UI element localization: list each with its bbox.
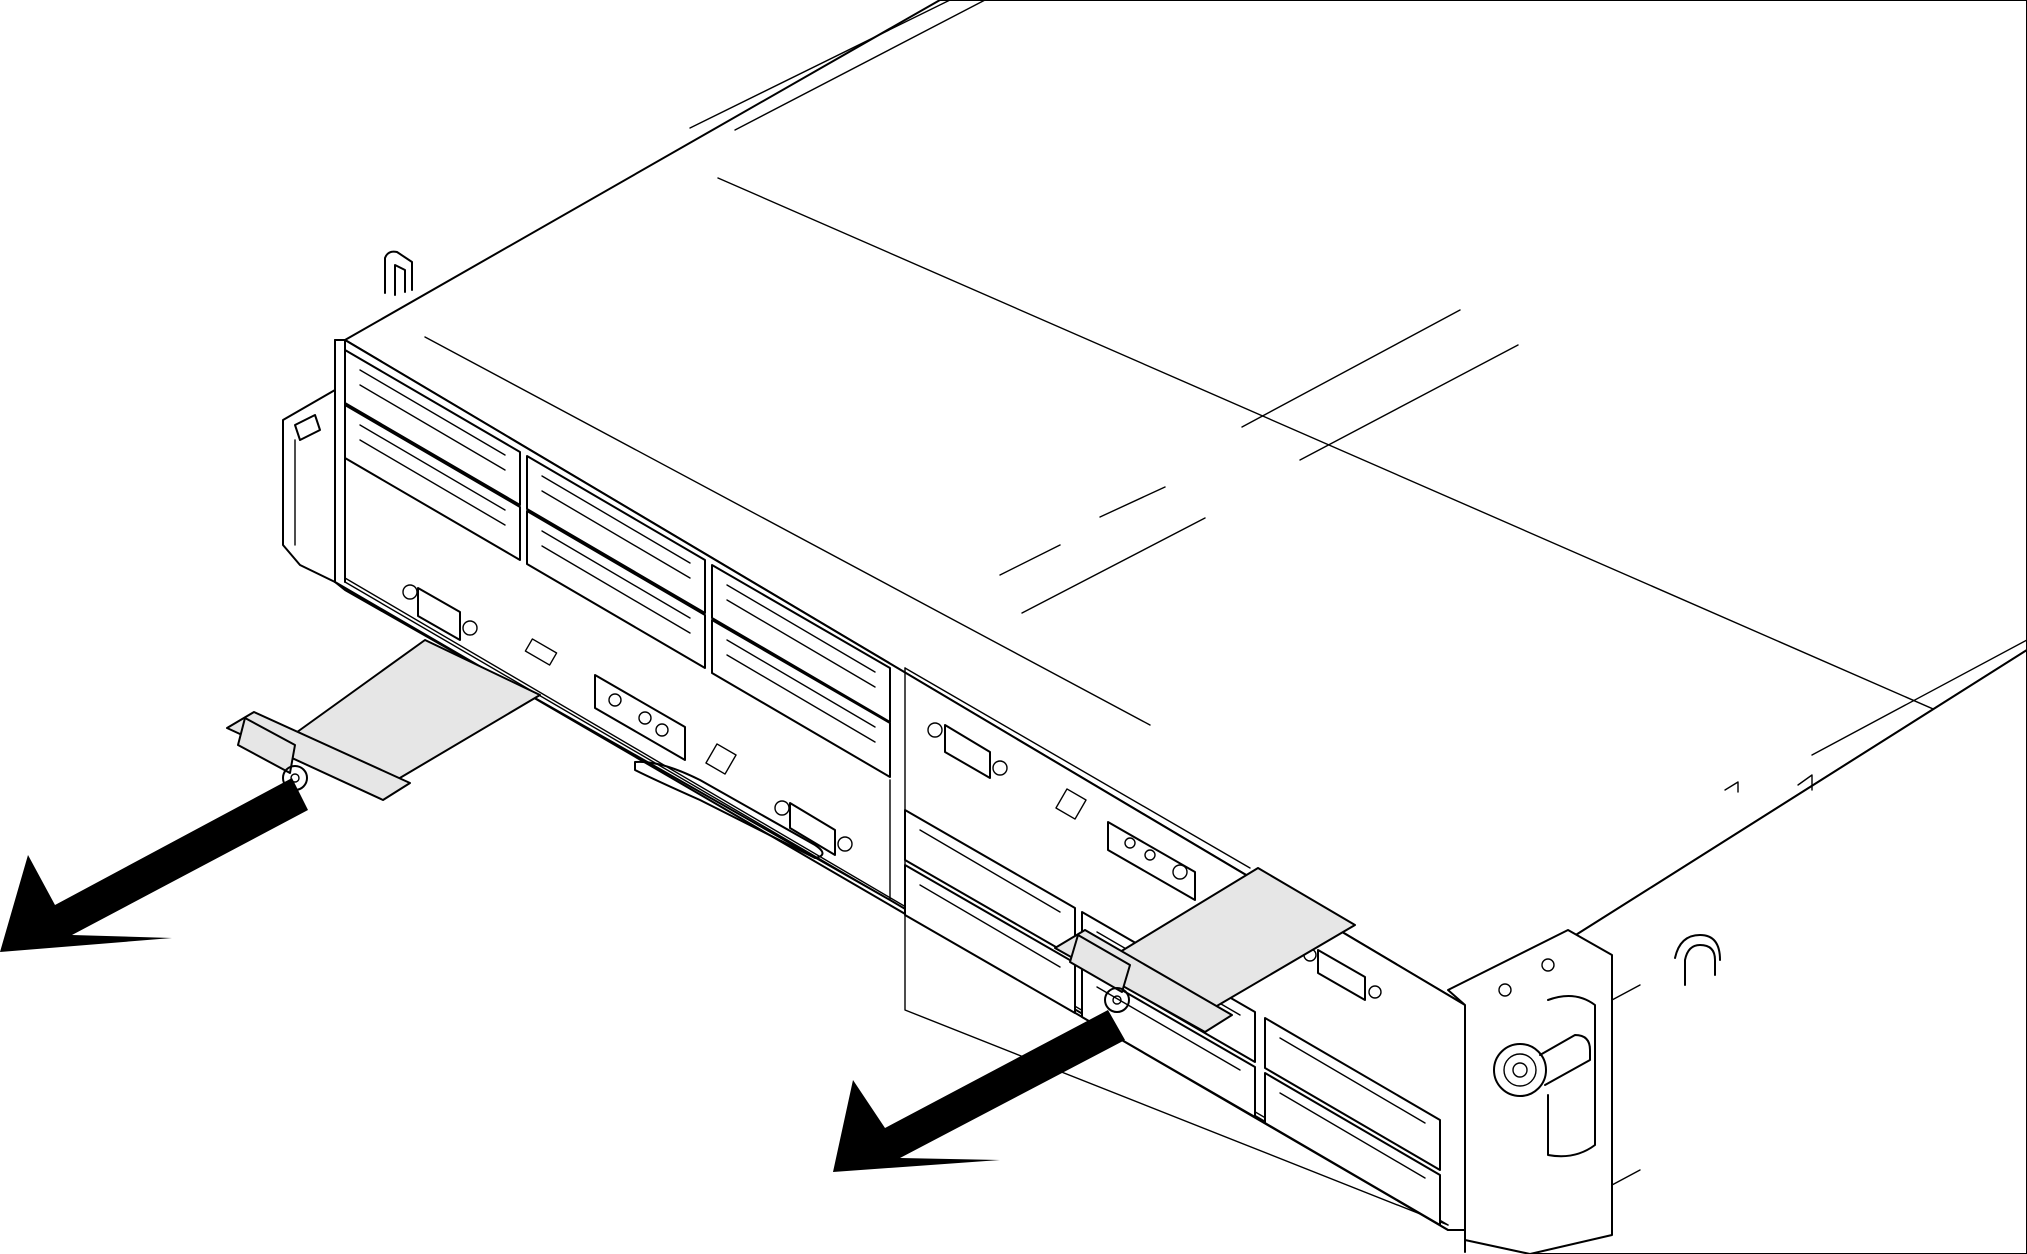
button-panel bbox=[1107, 821, 1196, 901]
screw-icon bbox=[1498, 983, 1512, 997]
power-button-icon bbox=[1172, 864, 1188, 880]
drive-bay-2 bbox=[904, 864, 1076, 1014]
screw-icon bbox=[1541, 958, 1555, 972]
led-icon bbox=[1144, 849, 1156, 861]
drive-bay-5 bbox=[1264, 1017, 1441, 1171]
thumbscrew-icon[interactable] bbox=[1493, 1043, 1547, 1097]
pull-direction-arrow-left bbox=[0, 778, 308, 952]
node-1 bbox=[344, 349, 891, 901]
rj45-port bbox=[1055, 788, 1087, 820]
power-button-icon bbox=[608, 693, 622, 707]
usb-port bbox=[524, 638, 558, 666]
led-icon bbox=[1124, 837, 1136, 849]
led-icon bbox=[655, 723, 669, 737]
pull-tab-left[interactable] bbox=[226, 639, 541, 801]
vga-port bbox=[402, 584, 478, 641]
serial-port bbox=[774, 800, 853, 856]
drive-bay-6 bbox=[1264, 1072, 1441, 1226]
pull-tab-right[interactable] bbox=[1054, 867, 1356, 1033]
button-panel bbox=[594, 674, 686, 761]
led-icon bbox=[638, 711, 652, 725]
vga-port bbox=[927, 722, 1008, 779]
right-mounting-ear bbox=[1447, 929, 1641, 1254]
rj45-port bbox=[705, 743, 737, 775]
drive-bay-4 bbox=[1081, 966, 1256, 1118]
pull-direction-arrow-right bbox=[833, 1010, 1125, 1172]
release-lever[interactable] bbox=[634, 760, 824, 859]
